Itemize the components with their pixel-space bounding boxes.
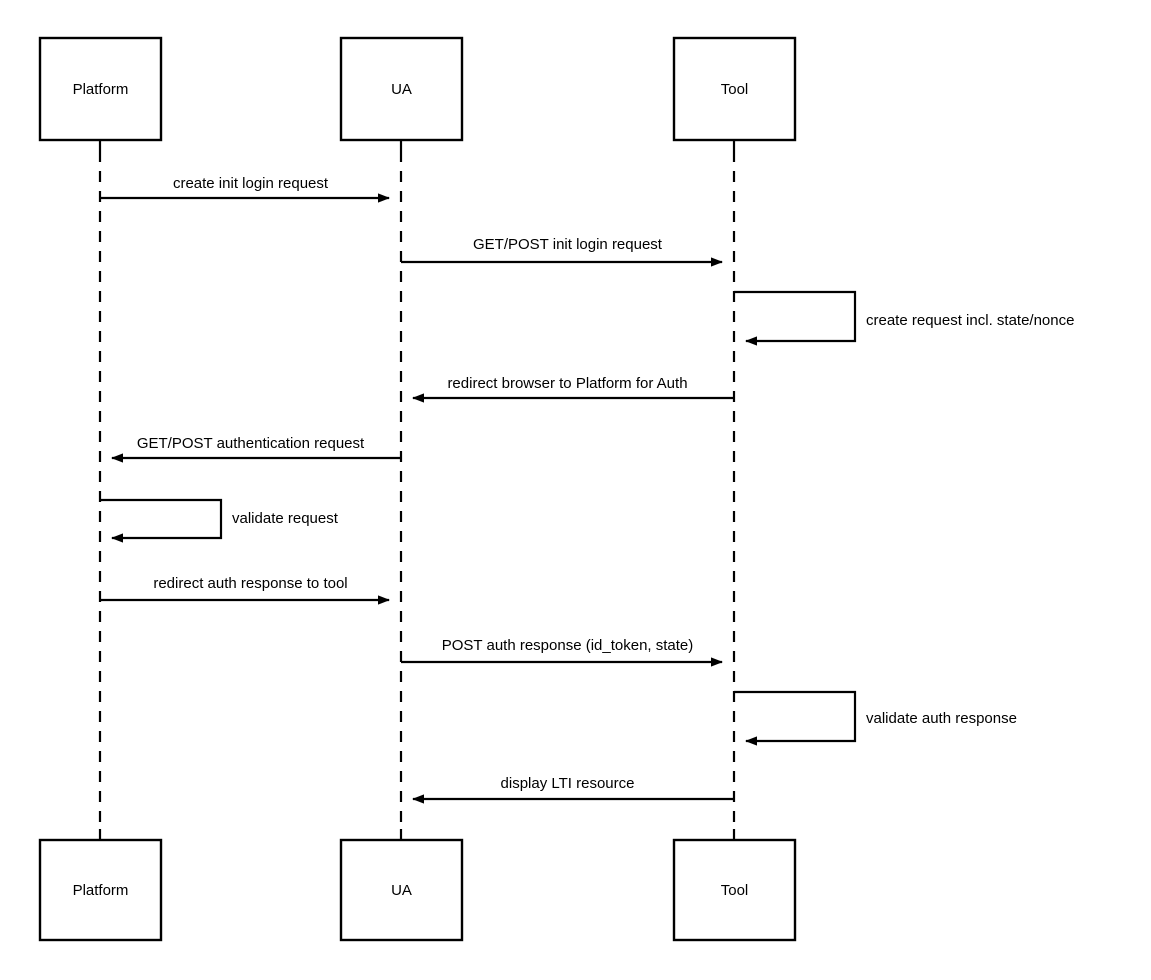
actor-box-rect-ua[interactable] bbox=[339, 36, 464, 142]
self-message-line-m3 bbox=[734, 290, 857, 346]
actor-label-tool: Tool bbox=[721, 81, 749, 98]
actor-box-top-ua[interactable]: UA bbox=[339, 36, 464, 142]
actor-label-platform: Platform bbox=[73, 882, 129, 899]
message-m1: create init login request bbox=[100, 175, 390, 203]
message-label-m6: validate request bbox=[232, 510, 339, 527]
message-label-m9: validate auth response bbox=[866, 710, 1017, 727]
actor-box-rect-tool[interactable] bbox=[672, 838, 797, 942]
message-label-m5: GET/POST authentication request bbox=[137, 435, 365, 452]
message-label-m10: display LTI resource bbox=[501, 775, 635, 792]
lifelines-group bbox=[98, 140, 736, 840]
actor-box-bottom-tool[interactable]: Tool bbox=[672, 838, 797, 942]
message-label-m8: POST auth response (id_token, state) bbox=[442, 637, 694, 654]
message-label-m3: create request incl. state/nonce bbox=[866, 312, 1074, 329]
actor-label-tool: Tool bbox=[721, 882, 749, 899]
message-m5: GET/POST authentication request bbox=[111, 435, 401, 463]
message-m3: create request incl. state/nonce bbox=[734, 290, 1074, 346]
message-m10: display LTI resource bbox=[412, 775, 734, 804]
message-m6: validate request bbox=[100, 498, 339, 543]
actor-label-ua: UA bbox=[391, 81, 412, 98]
actor-box-rect-platform[interactable] bbox=[38, 36, 163, 142]
message-label-m1: create init login request bbox=[173, 175, 329, 192]
message-m4: redirect browser to Platform for Auth bbox=[412, 375, 734, 403]
actor-box-rect-platform[interactable] bbox=[38, 838, 163, 942]
self-message-line-m9 bbox=[734, 690, 857, 746]
message-m2: GET/POST init login request bbox=[401, 236, 723, 267]
message-label-m4: redirect browser to Platform for Auth bbox=[447, 375, 687, 392]
self-message-line-m6 bbox=[100, 498, 223, 543]
message-label-m2: GET/POST init login request bbox=[473, 236, 663, 253]
actor-label-ua: UA bbox=[391, 882, 412, 899]
message-label-m7: redirect auth response to tool bbox=[153, 575, 347, 592]
message-m9: validate auth response bbox=[734, 690, 1017, 746]
actor-box-top-tool[interactable]: Tool bbox=[672, 36, 797, 142]
actor-box-bottom-platform[interactable]: Platform bbox=[38, 838, 163, 942]
actor-label-platform: Platform bbox=[73, 81, 129, 98]
message-m7: redirect auth response to tool bbox=[100, 575, 390, 605]
actor-box-rect-ua[interactable] bbox=[339, 838, 464, 942]
message-m8: POST auth response (id_token, state) bbox=[401, 637, 723, 667]
actor-box-top-platform[interactable]: Platform bbox=[38, 36, 163, 142]
actor-box-bottom-ua[interactable]: UA bbox=[339, 838, 464, 942]
actor-box-rect-tool[interactable] bbox=[672, 36, 797, 142]
